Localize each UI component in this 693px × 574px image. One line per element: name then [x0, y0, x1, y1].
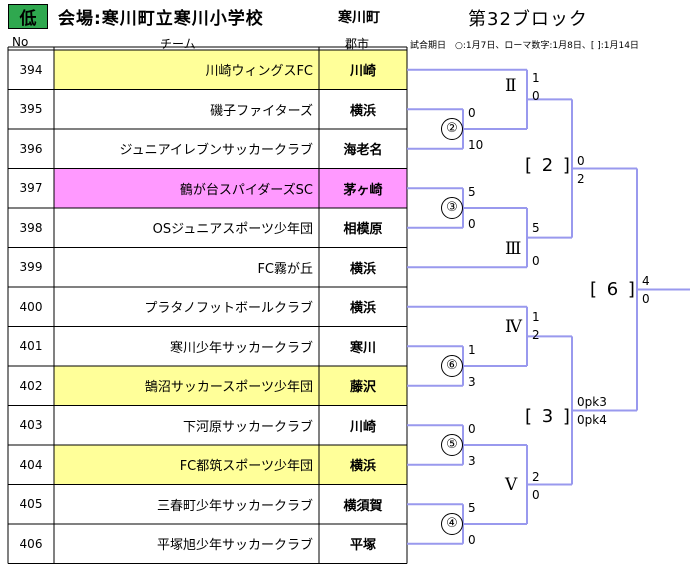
score-bottom: 0: [532, 88, 540, 103]
team-city: 横浜: [319, 445, 407, 485]
team-name: 寒川少年サッカークラブ: [169, 340, 313, 356]
score-bottom: 0: [468, 216, 476, 231]
team-name: OSジュニアスポーツ少年団: [152, 222, 313, 238]
score-bottom: 10: [468, 137, 484, 152]
match-label: Ⅱ: [505, 75, 517, 96]
venue-title: 会場:寒川町立寒川小学校: [58, 9, 264, 29]
team-row: 396 ジュニアイレブンサッカークラブ 海老名: [8, 129, 407, 169]
score-top: 0pk3: [577, 395, 607, 410]
team-name: ジュニアイレブンサッカークラブ: [119, 143, 313, 159]
team-row: 399 FC霧が丘 横浜: [8, 248, 407, 288]
score-top: 0: [468, 422, 476, 437]
team-city: 横浜: [349, 103, 376, 119]
team-city: 横須賀: [343, 498, 383, 514]
team-number: 395: [19, 102, 43, 117]
team-city: 横浜: [349, 261, 376, 277]
team-number: 394: [19, 62, 43, 77]
score-bottom: 0: [642, 292, 650, 307]
team-number: 406: [19, 536, 43, 551]
score-bottom: 3: [468, 374, 476, 389]
schedule-note: 試合期日 ○:1月7日、ローマ数字:1月8日、[ ]:1月14日: [410, 41, 639, 51]
score-top: 5: [532, 221, 540, 235]
team-name: 平塚旭少年サッカークラブ: [156, 538, 313, 554]
team-name: FC霧が丘: [257, 261, 313, 277]
team-city: 寒川: [349, 340, 376, 356]
team-name: 川崎ウィングスFC: [54, 50, 319, 90]
team-city: 相模原: [343, 222, 383, 238]
team-number: 401: [19, 339, 43, 354]
match-label: ③: [441, 197, 463, 219]
team-number: 400: [19, 299, 43, 314]
team-row: 405 三春町少年サッカークラブ 横須賀: [8, 485, 407, 525]
score-bottom: 0pk4: [577, 413, 607, 428]
block-title: 第32ブロック: [468, 9, 588, 30]
score-bottom: 0: [468, 532, 476, 547]
team-city: 川崎: [349, 419, 376, 435]
team-row: 398 OSジュニアスポーツ少年団 相模原: [8, 208, 407, 248]
match-label: [ 3 ]: [525, 406, 572, 428]
team-number: 397: [19, 181, 43, 196]
score-bottom: 2: [532, 327, 540, 342]
score-top: 1: [468, 343, 476, 358]
score-top: 0: [577, 153, 585, 168]
team-row: 401 寒川少年サッカークラブ 寒川: [8, 327, 407, 367]
team-city: 川崎: [319, 50, 407, 90]
score-top: 5: [468, 501, 476, 516]
score-bottom: 0: [532, 487, 540, 502]
score-top: 4: [642, 274, 650, 289]
team-row: 404 FC都筑スポーツ少年団横浜: [8, 445, 407, 485]
team-name: 鵠沼サッカースポーツ少年団: [54, 366, 319, 406]
team-city: 横浜: [349, 301, 376, 317]
team-name: 三春町少年サッカークラブ: [156, 498, 313, 514]
team-row: 403 下河原サッカークラブ 川崎: [8, 406, 407, 446]
team-city: 平塚: [349, 538, 376, 554]
team-name: FC都筑スポーツ少年団: [54, 445, 319, 485]
team-row: 395 磯子ファイターズ 横浜: [8, 90, 407, 130]
team-name: 下河原サッカークラブ: [182, 419, 313, 435]
score-top: 5: [468, 185, 476, 200]
score-top: 2: [532, 469, 540, 484]
match-label: Ⅴ: [505, 474, 518, 495]
team-city: 茅ヶ崎: [319, 168, 407, 208]
match-label: [ 6 ]: [590, 279, 637, 301]
team-number: 404: [19, 457, 43, 472]
match-label: Ⅲ: [505, 239, 522, 260]
team-number: 398: [19, 220, 43, 235]
match-label: Ⅳ: [505, 316, 522, 337]
low-badge: 低: [8, 4, 48, 29]
score-top: 1: [532, 309, 540, 324]
score-bottom: 2: [577, 171, 585, 186]
team-name: プラタノフットボールクラブ: [144, 301, 313, 317]
match-label: ②: [441, 118, 463, 140]
team-name: 磯子ファイターズ: [210, 103, 313, 119]
score-bottom: 3: [468, 453, 476, 468]
score-top: 1: [532, 70, 540, 85]
match-label: ⑤: [441, 434, 463, 456]
team-city: 藤沢: [319, 366, 407, 406]
column-header-no: No: [12, 35, 29, 49]
team-row: 400 プラタノフットボールクラブ 横浜: [8, 287, 407, 327]
team-number: 403: [19, 418, 43, 433]
score-top: 0: [468, 106, 476, 121]
team-number: 396: [19, 141, 43, 156]
team-name: 鶴が台スパイダーズSC: [54, 168, 319, 208]
match-label: [ 2 ]: [525, 154, 572, 176]
team-row: 402 鵠沼サッカースポーツ少年団藤沢: [8, 366, 407, 406]
team-number: 405: [19, 497, 43, 512]
venue-city: 寒川町: [338, 10, 380, 26]
team-number: 402: [19, 378, 43, 393]
team-city: 海老名: [343, 143, 383, 159]
team-number: 399: [19, 260, 43, 275]
score-bottom: 0: [532, 254, 540, 269]
match-label: ⑥: [441, 355, 463, 377]
match-label: ④: [441, 513, 463, 535]
team-row: 406 平塚旭少年サッカークラブ 平塚: [8, 524, 407, 564]
